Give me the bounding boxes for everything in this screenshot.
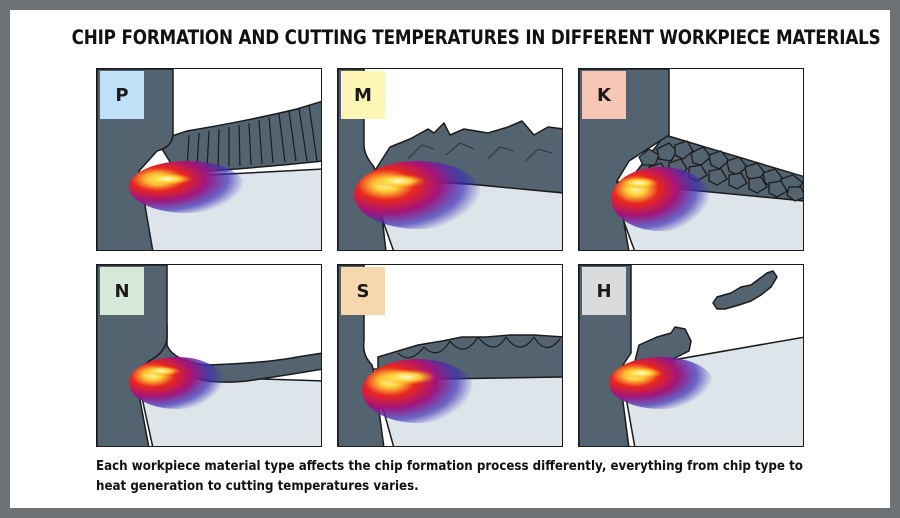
page-title: CHIP FORMATION AND CUTTING TEMPERATURES … <box>71 26 881 49</box>
panel-h: H <box>578 264 804 447</box>
heat-zone <box>611 167 711 231</box>
panel-m: M <box>337 68 563 251</box>
panel-s: S <box>337 264 563 447</box>
material-badge-p: P <box>100 71 144 119</box>
material-badge-h: H <box>582 267 626 315</box>
heat-zone <box>129 161 245 213</box>
panel-k: K <box>578 68 804 251</box>
material-badge-m: M <box>341 71 385 119</box>
material-badge-s: S <box>341 267 385 315</box>
material-badge-k: K <box>582 71 626 119</box>
chip-diagram-n <box>97 265 321 446</box>
heat-zone <box>354 161 482 229</box>
panel-n: N <box>96 264 322 447</box>
chip-fragment <box>712 270 778 310</box>
infographic-card: CHIP FORMATION AND CUTTING TEMPERATURES … <box>10 10 890 508</box>
chip-diagram-s <box>338 265 562 446</box>
heat-zone <box>609 357 713 409</box>
heat-zone <box>362 359 474 423</box>
chip-diagram-p <box>97 69 321 250</box>
material-badge-n: N <box>100 267 144 315</box>
caption: Each workpiece material type affects the… <box>96 459 803 494</box>
heat-zone <box>129 357 225 409</box>
panel-p: P <box>96 68 322 251</box>
